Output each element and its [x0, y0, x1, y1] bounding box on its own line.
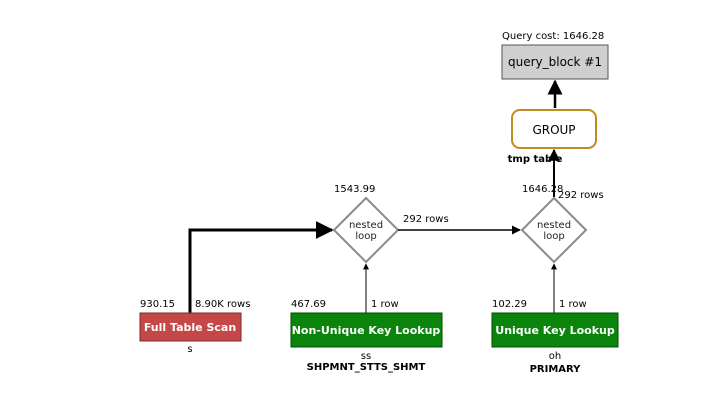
query-block-label: query_block #1 [508, 55, 602, 69]
query-cost-label: Query cost: 1646.28 [502, 31, 604, 42]
non-unique-key-lookup-label: Non-Unique Key Lookup [292, 324, 441, 337]
nested-loop-1-rows: 292 rows [403, 214, 449, 225]
unique-key-name: PRIMARY [530, 364, 582, 375]
unique-rows: 1 row [559, 299, 587, 310]
nested-loop-1-label-line2: loop [355, 231, 376, 242]
nested-loop-2-node[interactable] [520, 196, 588, 264]
group-node[interactable] [511, 109, 597, 149]
non-unique-key-name: SHPMNT_STTS_SHMT [307, 362, 426, 373]
nested-loop-2-rows: 292 rows [558, 190, 604, 201]
full-scan-rows: 8.90K rows [195, 299, 250, 310]
non-unique-table-name: ss [361, 351, 371, 362]
non-unique-key-lookup-box[interactable] [290, 312, 443, 348]
full-table-scan-box[interactable] [139, 312, 242, 342]
non-unique-rows: 1 row [371, 299, 399, 310]
unique-key-lookup-label: Unique Key Lookup [495, 324, 615, 337]
nested-loop-1-cost: 1543.99 [334, 184, 375, 195]
query-block-box[interactable] [501, 44, 609, 80]
unique-cost: 102.29 [492, 299, 527, 310]
tmp-table-label: tmp table [508, 154, 563, 165]
nested-loop-2-cost: 1646.28 [522, 184, 563, 195]
non-unique-cost: 467.69 [291, 299, 326, 310]
group-label: GROUP [532, 123, 575, 137]
nested-loop-2-label-line2: loop [543, 231, 564, 242]
nested-loop-2-label-line1: nested [537, 220, 571, 231]
nested-loop-1-node[interactable] [332, 196, 400, 264]
nested-loop-1-label-line1: nested [349, 220, 383, 231]
unique-key-lookup-box[interactable] [491, 312, 619, 348]
full-table-scan-label: Full Table Scan [144, 321, 236, 334]
edge-full-scan-to-nested-loop-1 [188, 221, 334, 313]
full-scan-cost: 930.15 [140, 299, 175, 310]
unique-table-name: oh [549, 351, 561, 362]
full-scan-table-name: s [187, 344, 192, 355]
